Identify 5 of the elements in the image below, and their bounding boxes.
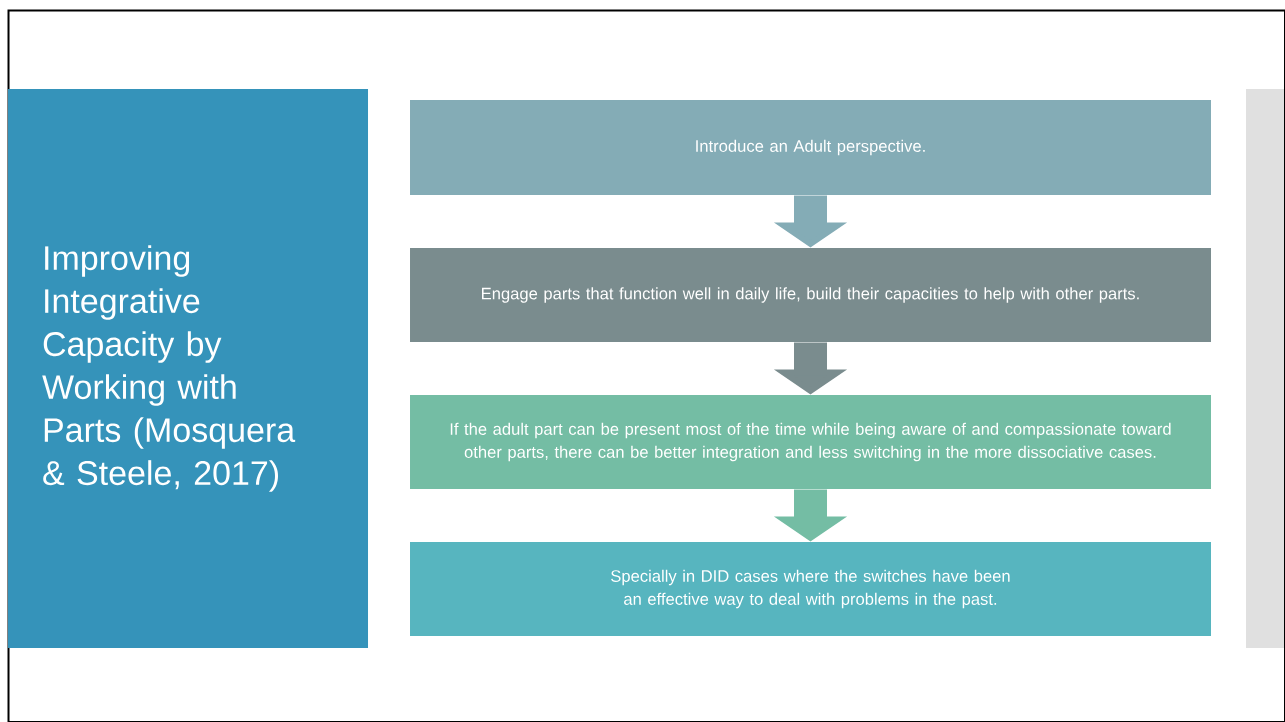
title-panel: Improving Integrative Capacity by Working with Parts (Mosquera & Steele, 2017) xyxy=(8,89,368,648)
step-box: Specially in DID cases where the switches have been an effective way to deal with problems in the past. xyxy=(410,542,1211,636)
step-box: Engage parts that function well in daily life, build their capacities to help with other parts. xyxy=(410,248,1211,342)
step-box: If the adult part can be present most of the time while being aware of and compassionate toward other parts, there can be better integration and less switching in the more dissociative cases. xyxy=(410,395,1211,489)
step-box: Introduce an Adult perspective. xyxy=(410,100,1211,195)
